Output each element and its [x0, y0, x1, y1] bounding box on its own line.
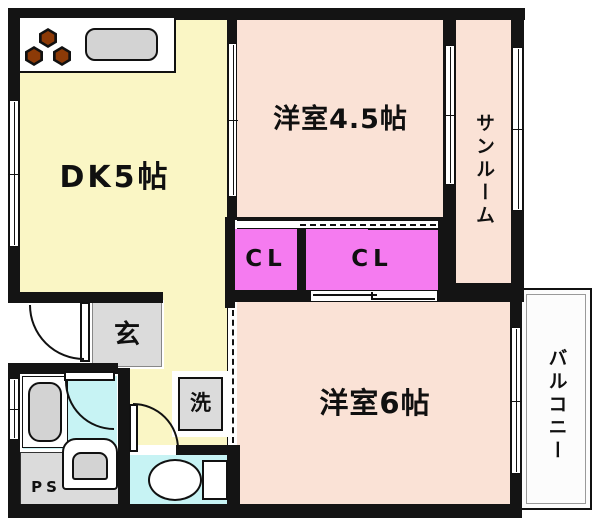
kitchen-sink	[85, 28, 158, 61]
window-bathroom-left	[8, 378, 20, 440]
toilet-bowl	[148, 459, 202, 501]
room-western-6-label: 洋室6帖	[319, 385, 431, 420]
room-western-4-5	[237, 20, 443, 220]
balcony-label: バルコニー	[545, 347, 568, 463]
wall-washroom-right	[118, 368, 130, 506]
genkan-tile	[90, 300, 164, 369]
genkan-label: 玄	[113, 320, 140, 350]
bathtub	[28, 382, 62, 442]
washroom-door-panel	[64, 371, 115, 381]
room-western-6	[237, 302, 510, 504]
wall-bottom	[8, 504, 522, 518]
toilet-doorway-threshold	[130, 445, 176, 455]
washer-box	[178, 377, 223, 431]
wall-room45-bottom-line	[237, 217, 443, 220]
washer-label: 洗	[190, 390, 211, 415]
window-room45-sunroom	[444, 45, 456, 185]
room-sunroom-label: サンルーム	[473, 112, 495, 228]
entry-door-arc	[29, 304, 85, 360]
balcony-inner-line	[526, 294, 586, 504]
opening-room45-closets	[237, 220, 438, 229]
closet-left	[235, 229, 297, 290]
wall-closet-right-side	[438, 217, 456, 302]
window-room6-balcony	[510, 327, 522, 474]
stove-burner-icon	[41, 31, 55, 45]
wall-closet-bottom-left	[225, 290, 310, 302]
wall-sunroom-bottom	[443, 283, 524, 302]
closet-right	[306, 229, 438, 290]
stove-burner-icon	[27, 49, 41, 63]
wall-hall-room6-lower	[227, 445, 240, 506]
window-dk-left	[8, 100, 20, 247]
toilet-door-panel	[129, 404, 138, 452]
window-sunroom-right	[511, 47, 524, 211]
balcony	[520, 288, 592, 510]
closet-right-label: CL	[351, 245, 393, 272]
wall-closet-divider	[297, 229, 306, 290]
room-western-4-5-label: 洋室4.5帖	[273, 103, 408, 135]
ps-label: PS	[31, 477, 61, 496]
wall-top	[8, 8, 525, 20]
wall-washroom-top	[8, 363, 118, 374]
sliding-door-dk-room45	[227, 43, 238, 197]
washbasin-bowl	[72, 452, 108, 480]
sliding-door-closet-room6	[310, 290, 438, 302]
room-dk-label: DK5帖	[59, 160, 171, 195]
toilet-tank	[202, 460, 228, 500]
wall-closet-left-side	[225, 217, 235, 308]
closet-left-label: CL	[245, 245, 287, 272]
wall-toilet-top	[176, 445, 230, 455]
stove-burner-icon	[55, 49, 69, 63]
wall-dk-genkan	[8, 292, 163, 303]
room-sunroom	[456, 20, 511, 283]
entry-door-panel	[80, 302, 90, 362]
